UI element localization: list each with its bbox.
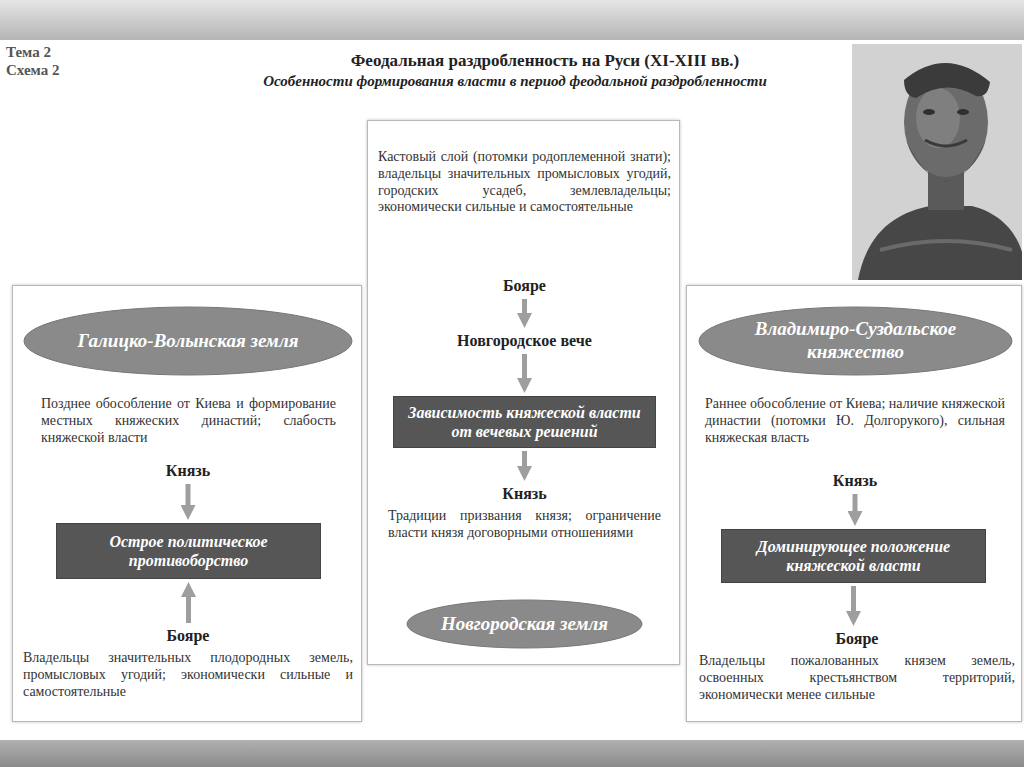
estate-label: КнязьТрадиции призвания князя; ограничен… (388, 484, 661, 542)
top-band (0, 0, 1024, 40)
block-arrow (186, 597, 191, 623)
relation-box: Зависимость княжеской власти от вечевых … (393, 396, 656, 448)
node-text: Владельцы значительных плодородных земел… (23, 650, 353, 700)
node-text: Владельцы пожалованных князем земель, ос… (699, 653, 1015, 703)
relation-box: Доминирующее положение княжеской власти (721, 529, 986, 583)
node-text: Позднее обособление от Киева и формирова… (41, 396, 336, 446)
node-text: Раннее обособление от Киева; наличие кня… (705, 396, 1005, 446)
block-arrow (522, 354, 527, 378)
node-text: Бояре (468, 276, 581, 296)
node-text: Кастовый слой (потомки родоплеменной зна… (378, 149, 671, 216)
estate-label: Бояре (468, 276, 581, 296)
relation-box: Острое политическое противоборство (56, 523, 321, 579)
node-text: Бояре (23, 626, 353, 646)
estate-label: БояреВладельцы пожалованных князем земел… (699, 629, 1015, 703)
estate-label: Князь (805, 471, 905, 491)
node-text: Князь (388, 484, 661, 504)
oval-outline (24, 307, 352, 375)
block-arrow (853, 494, 858, 511)
region-panel: Раннее обособление от Киева; наличие кня… (686, 285, 1022, 722)
estate-label: Князь (138, 461, 238, 481)
node-text: Новгородская земля (441, 613, 608, 636)
land-oval: Галицко-Волынская земля (23, 306, 353, 376)
region-panel: Позднее обособление от Киева и формирова… (12, 285, 362, 722)
block-arrow (186, 484, 191, 505)
estate-label: Новгородское вече (398, 331, 651, 351)
land-oval: Владимиро-Суздальское княжество (698, 306, 1013, 376)
node-text: Князь (805, 471, 905, 491)
node-text: Зависимость княжеской власти от вечевых … (406, 403, 643, 441)
node-text: Галицко-Волынская земля (78, 330, 299, 353)
bust-illustration (852, 44, 1022, 280)
slide-title: Феодальная раздробленность на Руси (XI-X… (225, 51, 865, 71)
block-arrow (522, 299, 527, 313)
node-text: Владимиро-Суздальское княжество (738, 318, 973, 364)
oval-outline (407, 600, 642, 648)
topic-label: Схема 2 (6, 62, 126, 79)
estate-label: БояреВладельцы значительных плодородных … (23, 626, 353, 700)
node-text: Новгородское вече (398, 331, 651, 351)
node-text: Острое политическое противоборство (69, 532, 308, 570)
bottom-band (0, 740, 1024, 767)
node-text: Князь (138, 461, 238, 481)
node-text: Традиции призвания князя; ограничение вл… (388, 508, 661, 542)
node-text: Бояре (699, 629, 1015, 649)
slide-subtitle: Особенности формирования власти в период… (170, 73, 860, 90)
topic-label: Тема 2 (6, 44, 126, 61)
node-text: Доминирующее положение княжеской власти (734, 537, 973, 575)
block-arrow (851, 586, 856, 611)
oval-outline (699, 307, 1012, 375)
region-panel: Кастовый слой (потомки родоплеменной зна… (367, 120, 680, 665)
land-oval: Новгородская земля (406, 599, 643, 649)
block-arrow (522, 451, 527, 466)
